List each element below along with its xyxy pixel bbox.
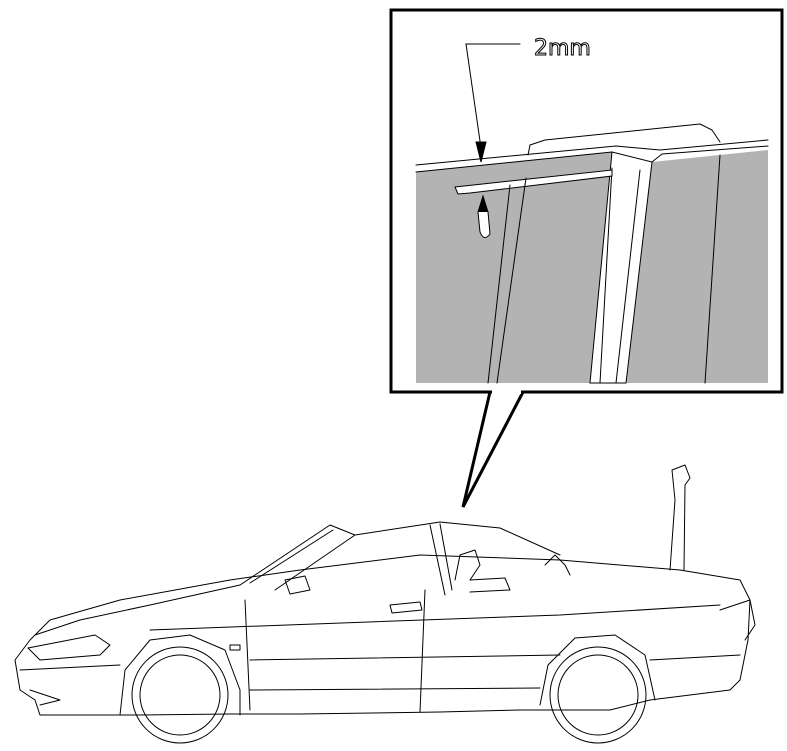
window-line-3 xyxy=(704,154,721,384)
arrow-down-icon xyxy=(475,141,487,163)
windshield xyxy=(239,524,356,591)
rear-seat xyxy=(544,554,571,576)
b-pillar-rear xyxy=(439,523,453,591)
b-pillar-front xyxy=(429,524,446,596)
front-wheel-arch xyxy=(119,634,241,716)
dimension-label: 2mm xyxy=(534,36,591,61)
leader-line-diagonal xyxy=(465,43,482,149)
window-line-2 xyxy=(496,177,527,384)
belt-line xyxy=(149,604,721,631)
front-bumper-line xyxy=(19,664,121,671)
rear-crease xyxy=(649,654,741,661)
soft-top xyxy=(354,521,561,556)
rocker-line xyxy=(249,687,541,691)
roof-seal xyxy=(527,123,721,156)
roof-edge-outer xyxy=(415,139,769,166)
body-crease xyxy=(249,654,561,661)
tail-light xyxy=(719,599,756,641)
side-marker xyxy=(229,644,241,651)
headlight xyxy=(27,634,111,661)
pillar-line-outer xyxy=(615,169,641,384)
side-mirror xyxy=(284,575,311,595)
trunk-lid xyxy=(669,464,691,571)
door-pillar xyxy=(589,151,653,384)
detail-callout: 2mm xyxy=(389,8,784,508)
rear-rim xyxy=(557,654,639,736)
window-panel-left xyxy=(416,152,612,383)
door-handle xyxy=(389,601,423,614)
door-line-rear xyxy=(419,589,426,713)
car-body-outline xyxy=(14,554,751,716)
door-line-front xyxy=(244,599,251,711)
seal-strip xyxy=(454,169,613,195)
seat-headrest xyxy=(454,549,511,593)
rear-tire xyxy=(549,646,647,744)
roof-edge-right xyxy=(651,145,769,163)
callout-frame xyxy=(389,8,784,394)
front-spoiler xyxy=(29,689,61,706)
front-rim xyxy=(139,654,221,736)
windshield-frame xyxy=(249,529,334,584)
convertible-car-side-view-icon xyxy=(14,464,756,744)
arrow-up-tail xyxy=(477,211,491,238)
hood-line xyxy=(34,584,241,636)
callout-pointer xyxy=(461,391,525,508)
rear-wheel-arch xyxy=(539,634,656,706)
pillar-line-inner xyxy=(599,167,613,384)
roof-edge-inner xyxy=(415,151,613,173)
window-line-1 xyxy=(487,184,511,384)
front-tire xyxy=(131,646,229,744)
window-panel-right xyxy=(626,150,768,383)
